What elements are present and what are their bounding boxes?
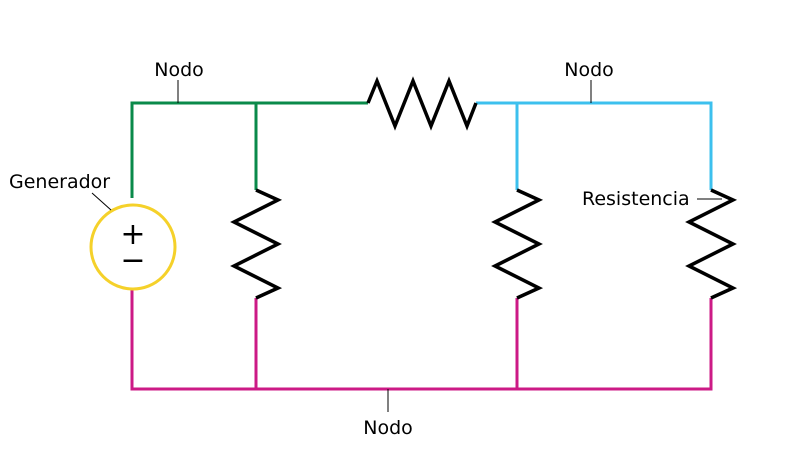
node-top-right-wires <box>476 101 713 190</box>
generator-plus-sign: + <box>120 217 145 252</box>
label-generator: Generador <box>9 171 110 193</box>
cyan-wire-main <box>476 101 713 190</box>
label-node-top-right: Nodo <box>564 59 614 81</box>
magenta-wire-main <box>130 290 713 391</box>
resistors <box>230 76 738 300</box>
node-top-left-wires <box>130 101 368 198</box>
resistor-top <box>366 76 478 131</box>
green-wire-main <box>130 101 368 198</box>
label-node-bottom: Nodo <box>363 417 413 439</box>
leader-generator <box>91 192 112 211</box>
label-resistor: Resistencia <box>582 188 690 210</box>
generator-minus-sign: − <box>120 243 145 278</box>
generator-symbol <box>89 203 177 291</box>
leader-lines <box>91 80 722 412</box>
resistor-middle <box>491 188 544 300</box>
resistor-left <box>230 188 283 300</box>
label-node-top-left: Nodo <box>154 59 204 81</box>
resistor-right <box>685 188 738 300</box>
node-bottom-wires <box>130 290 713 391</box>
